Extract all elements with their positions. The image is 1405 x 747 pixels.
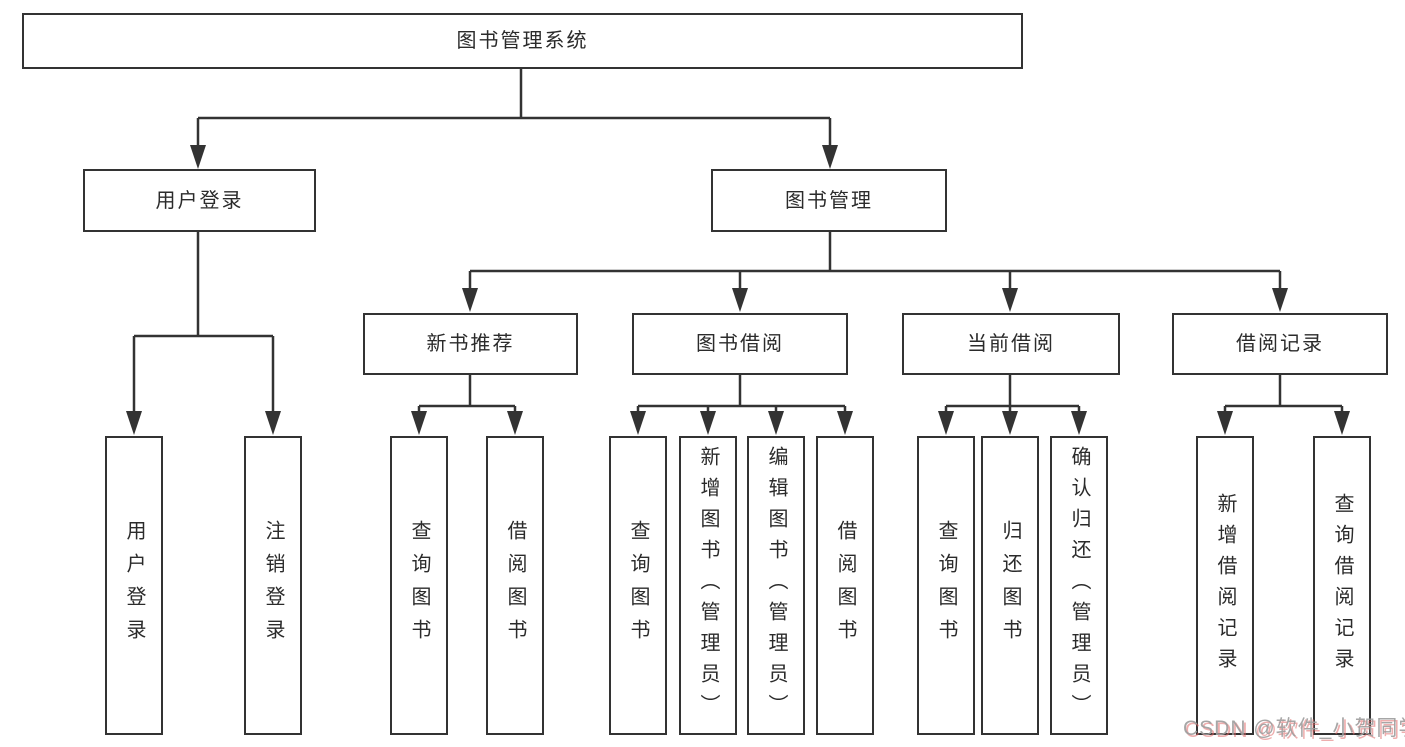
node-current-return: 归还图书 bbox=[981, 436, 1039, 735]
node-user-login-action: 用户登录 bbox=[105, 436, 163, 735]
node-current-query: 查询图书 bbox=[917, 436, 975, 735]
node-record-add: 新增借阅记录 bbox=[1196, 436, 1254, 735]
node-borrow-add-admin: 新增图书（管理员） bbox=[679, 436, 737, 735]
node-logout: 注销登录 bbox=[244, 436, 302, 735]
node-user-login: 用户登录 bbox=[83, 169, 316, 232]
watermark: CSDN @软件_小贺同学 bbox=[1183, 717, 1405, 740]
node-borrow-borrow: 借阅图书 bbox=[816, 436, 874, 735]
node-new-book-recommend: 新书推荐 bbox=[363, 313, 578, 375]
node-borrow-query: 查询图书 bbox=[609, 436, 667, 735]
node-newbook-borrow: 借阅图书 bbox=[486, 436, 544, 735]
node-newbook-query: 查询图书 bbox=[390, 436, 448, 735]
node-root: 图书管理系统 bbox=[22, 13, 1023, 69]
node-book-borrow: 图书借阅 bbox=[632, 313, 848, 375]
node-current-borrow: 当前借阅 bbox=[902, 313, 1120, 375]
node-book-management: 图书管理 bbox=[711, 169, 947, 232]
node-record-query: 查询借阅记录 bbox=[1313, 436, 1371, 735]
node-borrow-records: 借阅记录 bbox=[1172, 313, 1388, 375]
node-current-confirm-return-admin: 确认归还（管理员） bbox=[1050, 436, 1108, 735]
node-borrow-edit-admin: 编辑图书（管理员） bbox=[747, 436, 805, 735]
